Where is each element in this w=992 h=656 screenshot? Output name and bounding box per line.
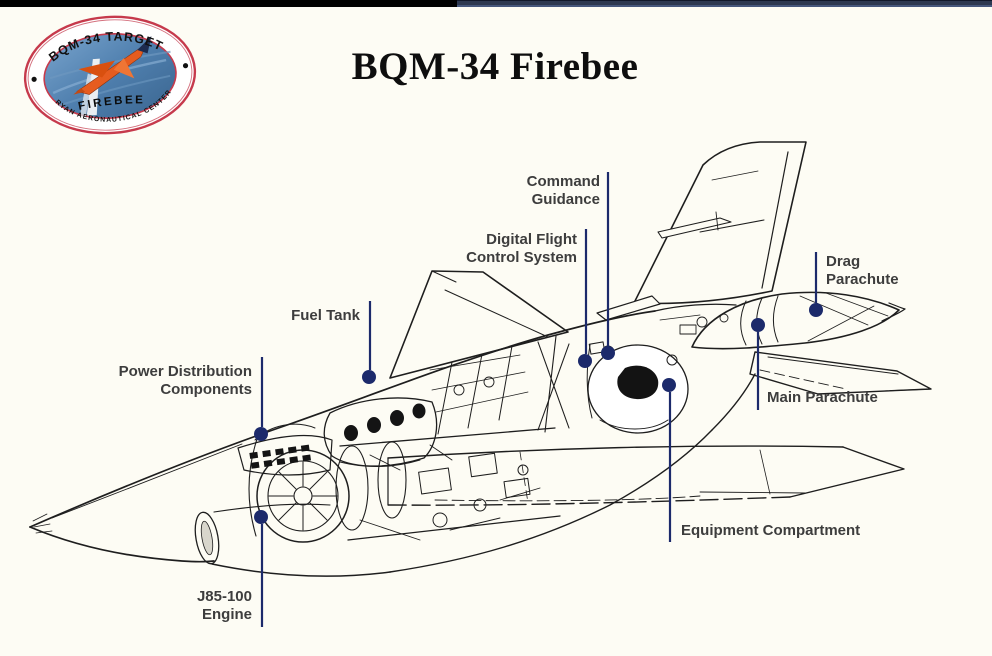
window-top-edge-right xyxy=(457,0,992,7)
fuselage-outline xyxy=(29,303,756,577)
window-top-edge xyxy=(0,0,992,7)
engine-cutaway xyxy=(256,427,561,543)
vertical-fin xyxy=(633,141,807,305)
aft-deck-details xyxy=(659,313,729,335)
callout-line-digital-flight-control-system xyxy=(578,229,592,368)
callout-label-j85-100-engine: J85-100 Engine xyxy=(196,588,252,623)
fin-probe xyxy=(657,217,732,239)
firebee-badge-logo: BQM-34 TARGET RYAN AERONAUTICAL CENTER F… xyxy=(23,15,197,135)
badge-drone xyxy=(73,36,152,95)
near-wing xyxy=(387,445,905,506)
callout-label-command-guidance: Command Guidance xyxy=(526,173,600,208)
callout-label-fuel-tank: Fuel Tank xyxy=(291,307,360,324)
intake-scoop xyxy=(194,503,331,565)
near-stabilizer xyxy=(749,351,932,395)
badge-right-dot xyxy=(182,63,189,69)
callout-line-main-parachute xyxy=(751,318,765,410)
equipment-bay xyxy=(586,341,689,434)
callout-label-equipment-compartment: Equipment Compartment xyxy=(681,522,861,539)
power-distribution-board xyxy=(237,423,333,476)
page-title: BQM-34 Firebee xyxy=(351,45,639,88)
far-stabilizer xyxy=(596,295,661,321)
callout-line-drag-parachute xyxy=(809,252,823,317)
callout-label-power-distribution-components: Power Distribution Components xyxy=(118,363,252,398)
badge-left-dot xyxy=(31,76,37,82)
callout-label-digital-flight-control-system: Digital Flight Control System xyxy=(466,231,577,266)
tail-cone xyxy=(691,291,906,350)
window-top-edge-left xyxy=(0,0,457,7)
callout-line-equipment-compartment xyxy=(662,378,676,542)
callout-line-command-guidance xyxy=(601,172,615,360)
callout-line-j85-100-engine xyxy=(254,510,268,627)
mid-fuselage-structure xyxy=(429,335,570,435)
callout-line-fuel-tank xyxy=(362,301,376,384)
callout-label-drag-parachute: Drag Parachute xyxy=(826,253,899,288)
callout-line-power-distribution-components xyxy=(254,357,268,441)
callout-label-main-parachute: Main Parachute xyxy=(767,389,878,406)
fuel-tank-panel xyxy=(323,397,438,467)
